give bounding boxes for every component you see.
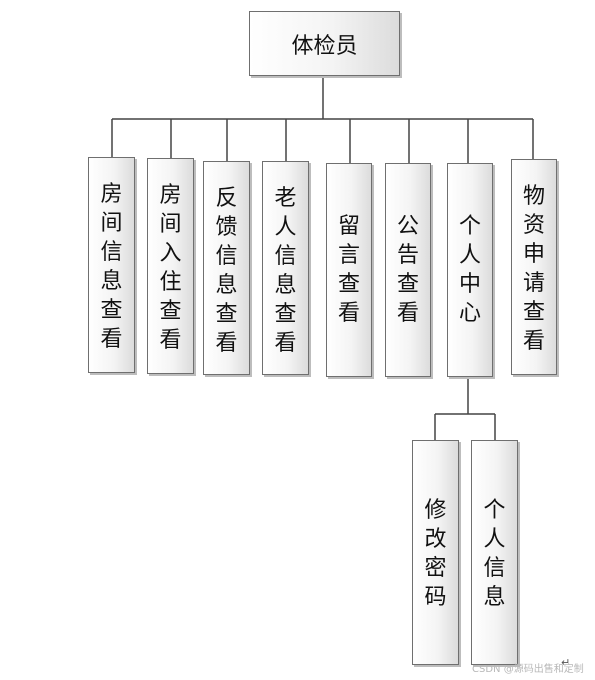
child-box-supply-request: 物 资 申 请 查 看	[511, 159, 557, 375]
child-label: 留 言 查 看	[337, 214, 360, 326]
subchild-label: 修 改 密 码	[424, 498, 447, 610]
child-box-messages: 留 言 查 看	[326, 163, 372, 377]
root-label: 体检员	[291, 33, 358, 59]
child-box-notices: 公 告 查 看	[385, 163, 431, 377]
subchild-label: 个 人 信 息	[483, 498, 506, 610]
child-label: 个 人 中 心	[458, 214, 481, 326]
subchild-box-personal-info: 个 人 信 息	[471, 440, 518, 665]
return-icon: ↵	[561, 656, 571, 669]
child-box-room-checkin: 房 间 入 住 查 看	[147, 158, 194, 374]
root-box: 体检员	[249, 11, 400, 76]
child-label: 物 资 申 请 查 看	[522, 184, 545, 354]
child-label: 老 人 信 息 查 看	[274, 186, 297, 356]
child-box-elder-info: 老 人 信 息 查 看	[262, 161, 309, 375]
child-label: 房 间 信 息 查 看	[100, 182, 123, 352]
child-label: 公 告 查 看	[396, 214, 419, 326]
child-box-feedback: 反 馈 信 息 查 看	[203, 161, 250, 375]
child-label: 反 馈 信 息 查 看	[215, 186, 238, 356]
child-box-personal-center: 个 人 中 心	[447, 163, 493, 377]
child-label: 房 间 入 住 查 看	[159, 183, 182, 353]
watermark: CSDN @源码出售和定制	[472, 664, 584, 675]
subchild-box-change-password: 修 改 密 码	[412, 440, 459, 665]
child-box-room-info: 房 间 信 息 查 看	[88, 157, 135, 373]
